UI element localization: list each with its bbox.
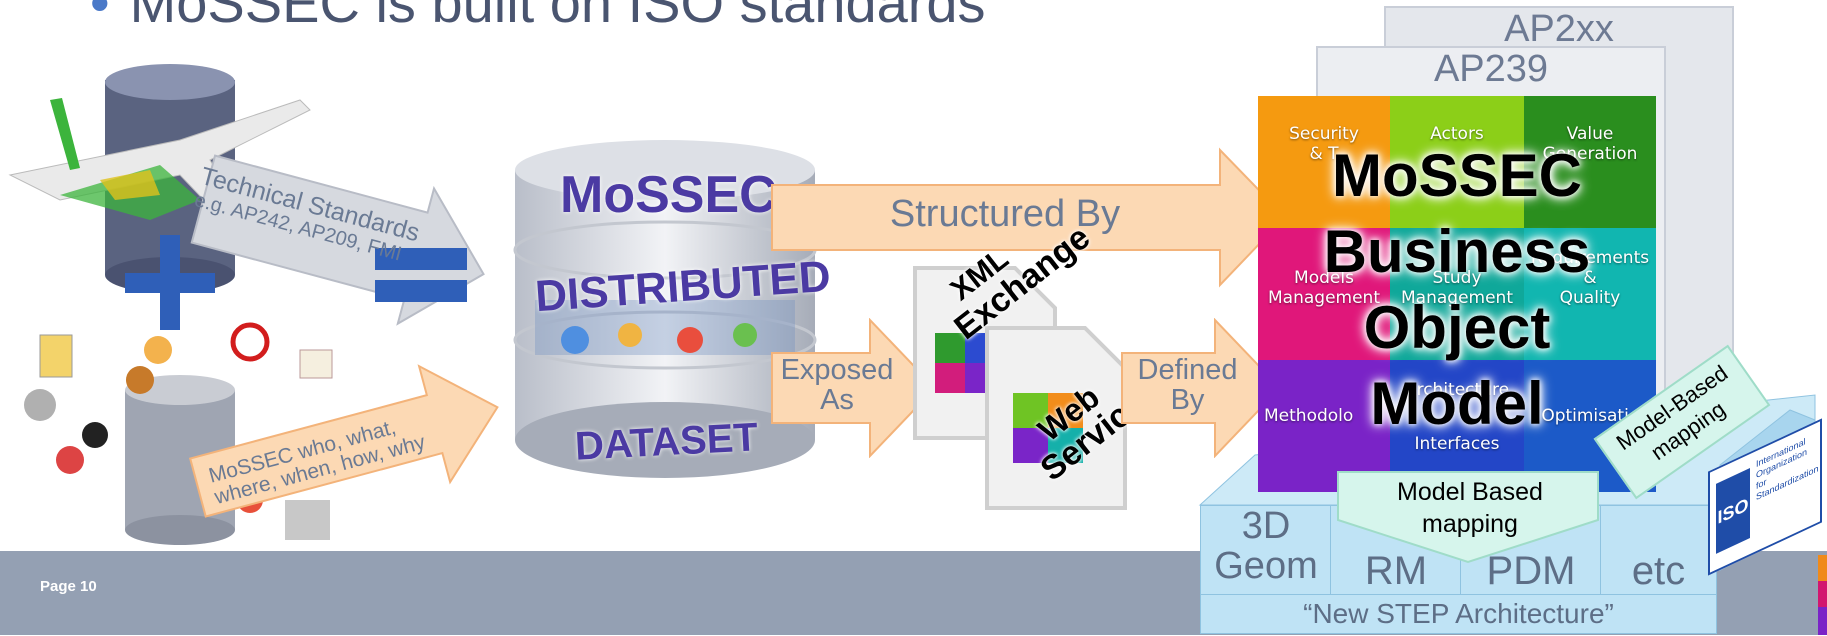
puzzle-value: Value Generation: [1524, 96, 1656, 228]
model-based-mapping-label: Model Based mapping: [1340, 476, 1600, 540]
defined-by-arrow: [1121, 318, 1282, 458]
puzzle-requirements: Requirements & Quality: [1524, 228, 1656, 360]
big-line-4: Model: [1370, 370, 1544, 437]
documents-illustration: [913, 266, 1127, 510]
model-based-line2: mapping: [1422, 510, 1518, 538]
exposed-as-arrow: [771, 318, 937, 458]
puzzle-security-line2: & T: [1309, 144, 1339, 164]
defined-by-line2: By: [1170, 384, 1205, 416]
base-3d-geom: 3D Geom: [1200, 505, 1332, 595]
puzzle-methodology-label: Methodolo: [1264, 406, 1354, 426]
edge-strip-magenta: [1818, 581, 1827, 607]
plus-icon: [125, 235, 215, 330]
puzzle-architecture-line2: Interfaces: [1414, 434, 1500, 454]
exposed-as-line2: As: [820, 384, 854, 416]
puzzle-models-line1: Models: [1294, 268, 1354, 288]
model-based-mapping-arrow: [1337, 471, 1599, 564]
puzzle-security-line1: Security: [1289, 124, 1359, 144]
puzzle-security: Security & T: [1258, 96, 1390, 228]
big-line-1: MoSSEC: [1331, 142, 1583, 209]
puzzle-requirements-line3: Quality: [1559, 288, 1621, 308]
puzzle-value-line2: Generation: [1542, 144, 1638, 164]
left-illustration: [8, 64, 499, 545]
puzzle-architecture: Architecture Interfaces: [1390, 360, 1524, 492]
model-based-line1: Model Based: [1397, 478, 1543, 506]
mossec-who-arrow: [188, 364, 499, 518]
slide-title: • MoSSEC is built on ISO standards: [90, 0, 986, 35]
puzzle-requirements-line1: Requirements: [1530, 248, 1650, 268]
base-3d-line2: Geom: [1214, 545, 1318, 587]
puzzle-study: Study Management: [1390, 228, 1524, 360]
ap2xx-label: AP2xx: [1504, 8, 1614, 50]
puzzle-grid: Security & T Actors Value Generation Mod…: [1258, 96, 1656, 492]
db-label-bottom: DATASET: [573, 415, 759, 469]
iso-logo: ISO: [1716, 467, 1750, 554]
exposed-as-line1: Exposed: [780, 354, 894, 386]
puzzle-study-line1: Study: [1432, 268, 1482, 288]
ap239-label: AP239: [1433, 48, 1549, 90]
puzzle-actors: Actors: [1390, 96, 1524, 228]
puzzle-requirements-line2: &: [1583, 268, 1597, 288]
defined-by-line1: Defined: [1137, 354, 1238, 386]
slide-title-text: MoSSEC is built on ISO standards: [129, 0, 986, 34]
page-number: Page 10: [40, 578, 97, 595]
db-label-top: MoSSEC: [560, 166, 777, 224]
edge-strip-purple: [1818, 607, 1827, 635]
puzzle-methodology: Methodolo: [1258, 360, 1390, 492]
business-object-model-title: MoSSEC Business Object Model: [1258, 138, 1656, 442]
bullet-icon: •: [90, 0, 110, 34]
equals-icon: [375, 248, 467, 302]
puzzle-actors-label: Actors: [1430, 124, 1484, 144]
mossec-database-icon: [513, 140, 817, 478]
structured-by-arrow: [771, 147, 1287, 288]
web-services-document-icon: [985, 326, 1127, 510]
structured-by-label: Structured By: [889, 193, 1121, 235]
defined-by-label: Defined By: [1125, 355, 1250, 415]
puzzle-architecture-line1: Architecture: [1404, 380, 1510, 400]
big-line-2: Business: [1323, 218, 1591, 285]
base-etc: etc: [1600, 505, 1717, 595]
puzzle-models: Models Management: [1258, 228, 1390, 360]
new-step-architecture: “New STEP Architecture”: [1200, 594, 1717, 634]
exposed-as-label: Exposed As: [772, 355, 902, 415]
edge-strip-orange: [1818, 555, 1827, 581]
base-3d-line1: 3D: [1241, 505, 1291, 547]
puzzle-value-line1: Value: [1566, 124, 1614, 144]
puzzle-study-line2: Management: [1401, 288, 1513, 308]
big-line-3: Object: [1363, 294, 1551, 361]
puzzle-models-line2: Management: [1268, 288, 1380, 308]
